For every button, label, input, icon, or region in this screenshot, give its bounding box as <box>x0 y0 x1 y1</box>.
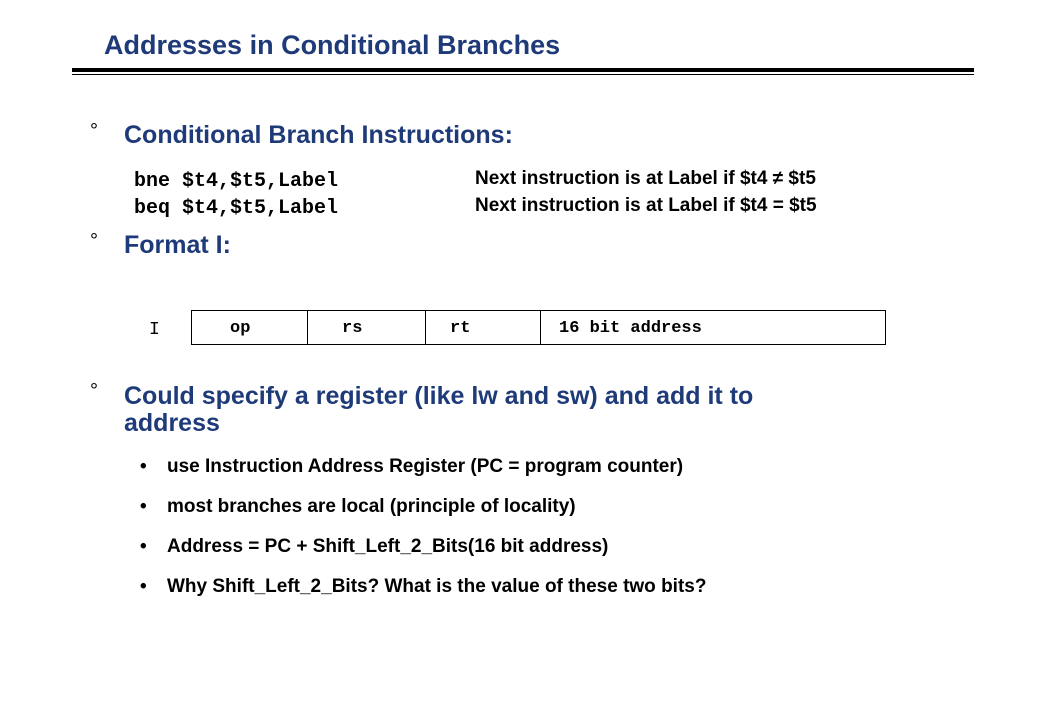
page-title: Addresses in Conditional Branches <box>104 30 561 60</box>
list-item: • Address = PC + Shift_Left_2_Bits(16 bit… <box>140 536 608 558</box>
list-item-text: use Instruction Address Register (PC = p… <box>167 456 684 477</box>
code-desc-bne: Next instruction is at Label if $t4 ≠ $t… <box>475 168 816 189</box>
field-divider <box>307 311 308 344</box>
list-item: • most branches are local (principle of l… <box>140 496 576 518</box>
field-rs: rs <box>342 319 363 338</box>
instruction-format-box: op rs rt 16 bit address <box>191 310 886 345</box>
list-item: • Why Shift_Left_2_Bits? What is the valu… <box>140 576 706 598</box>
title-rule-thin <box>72 74 974 75</box>
bullet-heading-register-line1: Could specify a register (like lw and sw… <box>124 382 754 410</box>
field-op: op <box>230 319 251 338</box>
list-item: • use Instruction Address Register (PC = … <box>140 456 683 478</box>
sub-bullet-dot: • <box>140 496 147 517</box>
sub-bullet-dot: • <box>140 576 147 597</box>
sub-bullet-dot: • <box>140 536 147 557</box>
bullet-heading-branch-instructions: Conditional Branch Instructions: <box>124 121 513 149</box>
list-item-text: most branches are local (principle of lo… <box>167 496 576 517</box>
bullet-marker: ° <box>90 380 98 402</box>
list-item-text: Why Shift_Left_2_Bits? What is the value… <box>167 576 707 597</box>
code-line-bne: bne $t4,$t5,Label <box>134 170 339 193</box>
bullet-heading-register-line2: address <box>124 409 220 437</box>
field-divider <box>425 311 426 344</box>
format-type-label: I <box>149 320 160 340</box>
field-rt: rt <box>450 319 471 338</box>
code-line-beq: beq $t4,$t5,Label <box>134 197 339 220</box>
bullet-marker: ° <box>90 230 98 252</box>
sub-bullet-dot: • <box>140 456 147 477</box>
bullet-marker: ° <box>90 120 98 142</box>
code-desc-beq: Next instruction is at Label if $t4 = $t… <box>475 195 817 216</box>
list-item-text: Address = PC + Shift_Left_2_Bits(16 bit … <box>167 536 609 557</box>
bullet-heading-format-i: Format I: <box>124 231 231 259</box>
field-address: 16 bit address <box>559 319 702 338</box>
field-divider <box>540 311 541 344</box>
title-rule-thick <box>72 68 974 72</box>
